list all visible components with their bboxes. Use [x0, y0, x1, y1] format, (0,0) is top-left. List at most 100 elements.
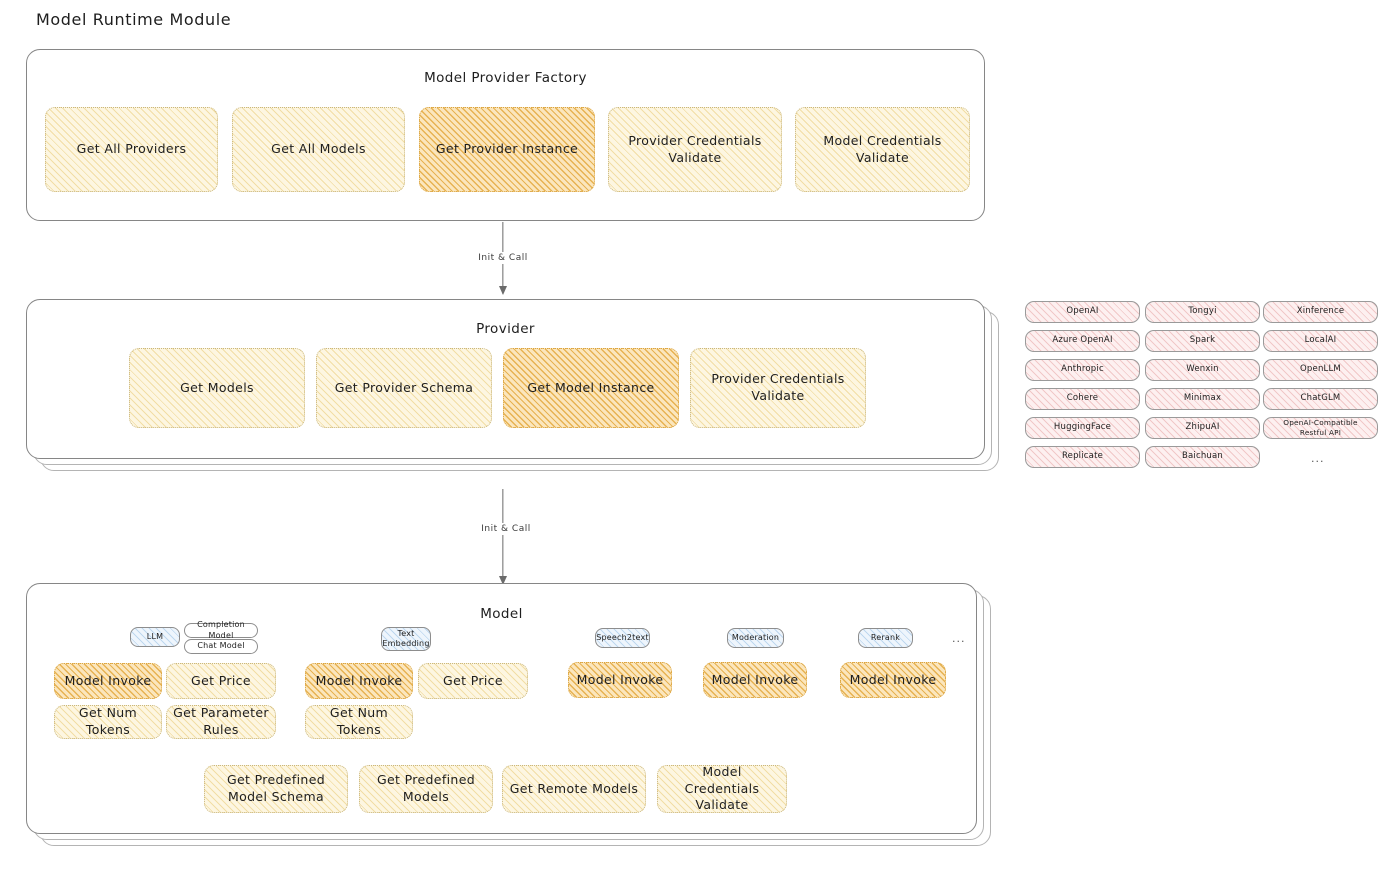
provider-chip-openai[interactable]: OpenAI	[1025, 301, 1140, 323]
model-method-label: Get Predefined Models	[376, 772, 476, 804]
arrow-head	[499, 576, 507, 585]
model-method-label: Model Invoke	[711, 671, 799, 687]
llm-method-get-price[interactable]: Get Price	[166, 663, 276, 699]
model-type-badge-moderation[interactable]: Moderation	[727, 628, 784, 648]
provider-method-label: Get Model Instance	[527, 379, 655, 395]
factory-method-model-credentials-validate[interactable]: Model Credentials Validate	[795, 107, 970, 192]
provider-chip-label: Baichuan	[1181, 451, 1224, 462]
provider-chip-spark[interactable]: Spark	[1145, 330, 1260, 352]
provider-chip-anthropic[interactable]: Anthropic	[1025, 359, 1140, 381]
model-method-label: Get Predefined Model Schema	[226, 772, 326, 804]
provider-chip-zhipuai[interactable]: ZhipuAI	[1145, 417, 1260, 439]
model-method-label: Get Num Tokens	[329, 705, 389, 737]
model-type-label: Moderation	[731, 633, 780, 642]
provider-method-label: Provider Credentials Validate	[711, 371, 845, 403]
speech2text-method-model-invoke[interactable]: Model Invoke	[568, 662, 672, 698]
model-subtype-label: Chat Model	[197, 641, 245, 651]
model-method-label: Get Num Tokens	[78, 705, 138, 737]
provider-chip-label: Anthropic	[1061, 364, 1104, 375]
provider-chip-label: OpenAI	[1066, 306, 1099, 317]
model-method-label: Model Invoke	[576, 671, 664, 687]
provider-chip-label: Tongyi	[1188, 306, 1217, 317]
model-subtype-badge-completion-model[interactable]: Completion Model	[184, 620, 258, 640]
provider-chip-minimax[interactable]: Minimax	[1145, 388, 1260, 410]
factory-method-label: Get All Providers	[76, 141, 187, 157]
factory-method-get-all-providers[interactable]: Get All Providers	[45, 107, 218, 192]
model-shared-method-get-predefined-models[interactable]: Get Predefined Models	[359, 765, 493, 813]
model-type-badge-rerank[interactable]: Rerank	[858, 628, 913, 648]
factory-method-label: Model Credentials Validate	[823, 132, 942, 165]
provider-chip-label: OpenLLM	[1300, 364, 1341, 375]
provider-title: Provider	[476, 321, 535, 337]
provider-chip-wenxin[interactable]: Wenxin	[1145, 359, 1260, 381]
model-type-label: Text Embedding	[382, 629, 430, 648]
model-method-label: Get Price	[443, 672, 503, 688]
model-method-label: Model Credentials Validate	[684, 763, 760, 813]
provider-chip-azure-openai[interactable]: Azure OpenAI	[1025, 330, 1140, 352]
provider-chip-openllm[interactable]: OpenLLM	[1263, 359, 1378, 381]
model-shared-method-model-credentials-validate[interactable]: Model Credentials Validate	[657, 763, 787, 813]
provider-method-get-provider-schema[interactable]: Get Provider Schema	[316, 348, 492, 428]
provider-chip-label: OpenAI-Compatible Restful API	[1283, 418, 1358, 437]
arrow-label-init-and-call-1: Init & Call	[474, 252, 532, 264]
model-method-label: Get Price	[191, 672, 251, 688]
provider-chip-replicate[interactable]: Replicate	[1025, 446, 1140, 468]
provider-method-label: Get Provider Schema	[334, 379, 474, 395]
arrow-head	[499, 286, 507, 295]
provider-chip-label: Wenxin	[1186, 364, 1219, 375]
provider-chip-label: Replicate	[1061, 451, 1104, 462]
provider-method-get-models[interactable]: Get Models	[129, 348, 305, 428]
provider-chip-tongyi[interactable]: Tongyi	[1145, 301, 1260, 323]
provider-chip-label: ZhipuAI	[1185, 422, 1220, 433]
llm-method-get-num-tokens[interactable]: Get Num Tokens	[54, 705, 162, 739]
factory-method-provider-credentials-validate[interactable]: Provider Credentials Validate	[608, 107, 782, 192]
provider-chip-label: Xinference	[1296, 306, 1345, 317]
model-type-badge-speech2text[interactable]: Speech2text	[595, 628, 650, 648]
provider-chip-label: Azure OpenAI	[1052, 335, 1113, 346]
model-method-label: Model Invoke	[849, 671, 937, 687]
provider-chip-label: Minimax	[1183, 393, 1222, 404]
factory-method-label: Get All Models	[271, 141, 366, 157]
factory-method-label: Provider Credentials Validate	[628, 132, 762, 165]
provider-chip-chatglm[interactable]: ChatGLM	[1263, 388, 1378, 410]
provider-chip-cohere[interactable]: Cohere	[1025, 388, 1140, 410]
provider-chip-huggingface[interactable]: HuggingFace	[1025, 417, 1140, 439]
provider-method-get-model-instance[interactable]: Get Model Instance	[503, 348, 679, 428]
page-title: Model Runtime Module	[36, 10, 232, 29]
arrow-provider-to-model	[494, 489, 512, 585]
factory-method-get-all-models[interactable]: Get All Models	[232, 107, 405, 192]
provider-method-label: Get Models	[180, 379, 254, 395]
provider-chip-label: Cohere	[1066, 393, 1099, 404]
model-method-label: Get Remote Models	[509, 780, 639, 796]
model-type-badge-text-embedding[interactable]: Text Embedding	[381, 627, 431, 651]
rerank-method-model-invoke[interactable]: Model Invoke	[840, 662, 946, 698]
factory-method-get-provider-instance[interactable]: Get Provider Instance	[419, 107, 595, 192]
model-method-label: Model Invoke	[315, 672, 403, 688]
model-shared-method-get-remote-models[interactable]: Get Remote Models	[502, 765, 646, 813]
model-subtype-badge-chat-model[interactable]: Chat Model	[184, 639, 258, 654]
text-embedding-method-get-price[interactable]: Get Price	[418, 663, 528, 699]
provider-chip-localai[interactable]: LocalAI	[1263, 330, 1378, 352]
moderation-method-model-invoke[interactable]: Model Invoke	[703, 662, 807, 698]
model-types-more: ...	[952, 632, 966, 645]
provider-chip-xinference[interactable]: Xinference	[1263, 301, 1378, 323]
model-provider-factory-title: Model Provider Factory	[424, 70, 587, 86]
llm-method-get-parameter-rules[interactable]: Get Parameter Rules	[166, 705, 276, 739]
provider-chip-openai-compatible-restful-api[interactable]: OpenAI-Compatible Restful API	[1263, 417, 1378, 439]
provider-chip-label: Spark	[1189, 335, 1216, 346]
llm-method-model-invoke[interactable]: Model Invoke	[54, 663, 162, 699]
model-type-badge-llm[interactable]: LLM	[130, 627, 180, 647]
provider-chip-label: LocalAI	[1304, 335, 1337, 346]
text-embedding-method-model-invoke[interactable]: Model Invoke	[305, 663, 413, 699]
model-method-label: Model Invoke	[64, 672, 152, 688]
text-embedding-method-get-num-tokens[interactable]: Get Num Tokens	[305, 705, 413, 739]
model-shared-method-get-predefined-model-schema[interactable]: Get Predefined Model Schema	[204, 765, 348, 813]
provider-chip-label: HuggingFace	[1053, 422, 1112, 433]
model-method-label: Get Parameter Rules	[173, 705, 269, 737]
provider-method-provider-credentials-validate[interactable]: Provider Credentials Validate	[690, 348, 866, 428]
model-title: Model	[480, 606, 523, 622]
provider-chip-baichuan[interactable]: Baichuan	[1145, 446, 1260, 468]
factory-method-label: Get Provider Instance	[435, 141, 579, 157]
arrow-label-init-and-call-2: Init & Call	[477, 523, 535, 535]
